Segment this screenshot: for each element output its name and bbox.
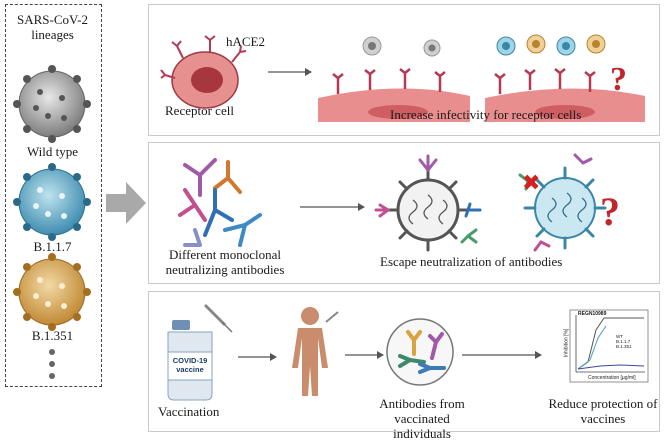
panel3-arrow-2-icon	[345, 351, 384, 359]
receptor-cell-label: Receptor cell	[165, 103, 234, 118]
variant-label-b1351: B.1.351	[31, 328, 74, 343]
lineages-box	[5, 4, 102, 387]
virus-b117-icon	[13, 163, 91, 241]
variant-label-wild-type: Wild type	[26, 144, 79, 159]
vial-label: COVID-19 vaccine	[172, 356, 208, 374]
hace2-label: hACE2	[226, 34, 265, 49]
membrane-after	[485, 34, 645, 122]
antibodies-cluster-icon	[178, 158, 262, 247]
variant-label-b117: B.1.1.7	[33, 239, 72, 254]
panel1-arrow-icon	[268, 68, 312, 76]
neutralization-caption: Escape neutralization of antibodies	[380, 254, 563, 269]
virus-wild-type-icon	[13, 65, 91, 143]
panel3-arrow-3-icon	[462, 351, 542, 359]
mini-chart-series	[577, 317, 645, 370]
receptor-cell-icon	[160, 35, 247, 109]
person-icon	[292, 307, 339, 396]
question-mark-icon-1: ?	[610, 61, 627, 98]
lineages-title: SARS-CoV-2 lineages	[16, 12, 89, 42]
infectivity-caption: Increase infectivity for receptor cells	[390, 107, 582, 122]
more-lineages-dots	[49, 349, 55, 379]
mini-chart-title: REGN10989	[578, 311, 607, 317]
legend-item-b117: B.1.1.7	[616, 339, 631, 344]
panel3-arrow-1-icon	[238, 353, 277, 361]
vaccination-label: Vaccination	[158, 404, 220, 419]
mini-chart-legend: WT B.1.1.7 B.1.351	[616, 334, 632, 349]
vaccine-protection-caption: Reduce protection of vaccines	[548, 396, 658, 426]
mini-chart-frame	[569, 309, 649, 383]
block-x-icon: ✖	[522, 171, 540, 196]
panel2-arrow-icon	[300, 203, 365, 211]
mini-series-b1351-line	[577, 364, 645, 370]
neutralized-virus-icon	[374, 154, 482, 252]
escaping-virus-icon	[518, 153, 607, 252]
vaccinated-antibodies-label: Antibodies from vaccinated individuals	[379, 396, 465, 441]
membrane-before	[318, 36, 470, 122]
vaccine-vial-icon	[167, 303, 233, 401]
legend-item-b1351: B.1.351	[616, 344, 632, 349]
mini-chart-ylabel: Inhibition [%]	[563, 328, 570, 358]
vaccinated-antibodies-icon	[386, 318, 454, 386]
mini-chart-xlabel: Concentration [µg/ml]	[588, 375, 636, 381]
legend-item-wt: WT	[616, 334, 623, 339]
question-mark-icon-2: ?	[600, 189, 620, 234]
virus-b1351-icon	[13, 253, 91, 331]
mini-series-b117-line	[577, 325, 607, 370]
monoclonal-antibodies-label: Different monoclonal neutralizing antibo…	[165, 247, 285, 277]
